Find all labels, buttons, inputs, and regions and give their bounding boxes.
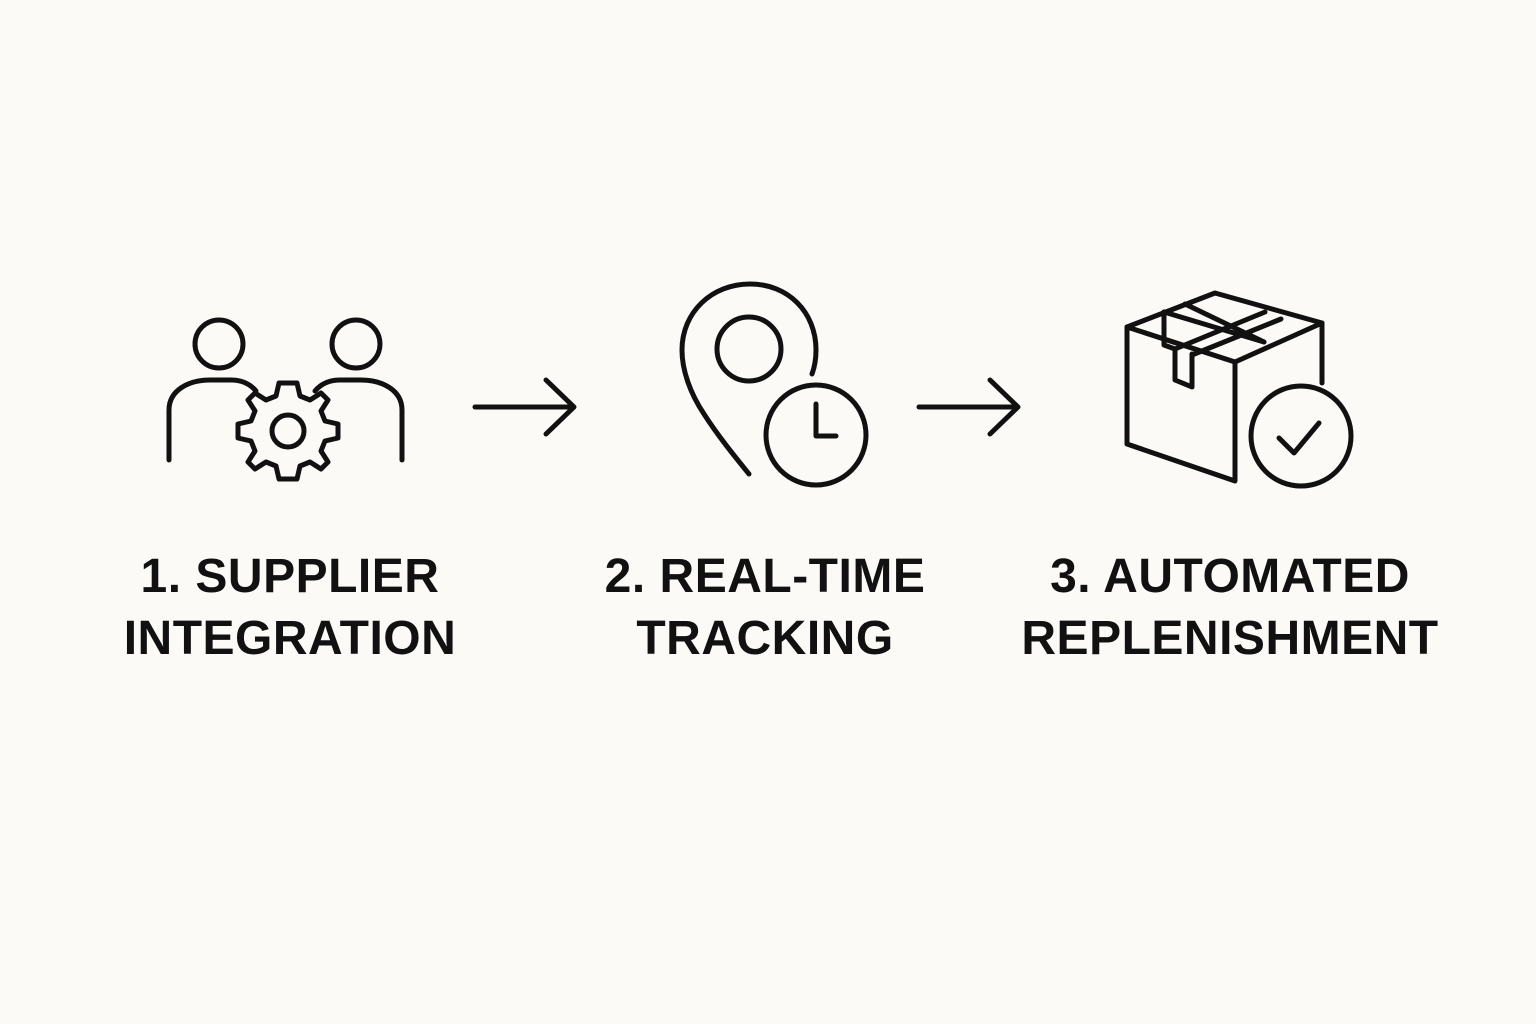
step-number-title: 1. SUPPLIER — [140, 550, 440, 603]
box-check-icon — [1115, 285, 1360, 495]
arrow-right-icon — [912, 372, 1028, 442]
step-label: 3. AUTOMATED REPLENISHMENT — [1000, 546, 1460, 670]
step-subtitle: INTEGRATION — [123, 612, 457, 665]
users-gear-icon — [155, 305, 420, 495]
location-clock-icon — [670, 278, 875, 492]
step-label: 2. REAL-TIME TRACKING — [585, 546, 945, 670]
step-subtitle: TRACKING — [636, 612, 894, 665]
step-number-title: 3. AUTOMATED — [1050, 550, 1410, 603]
arrow-right-icon — [468, 372, 584, 442]
step-label: 1. SUPPLIER INTEGRATION — [110, 546, 470, 670]
step-number-title: 2. REAL-TIME — [604, 550, 926, 603]
step-subtitle: REPLENISHMENT — [1021, 612, 1439, 665]
